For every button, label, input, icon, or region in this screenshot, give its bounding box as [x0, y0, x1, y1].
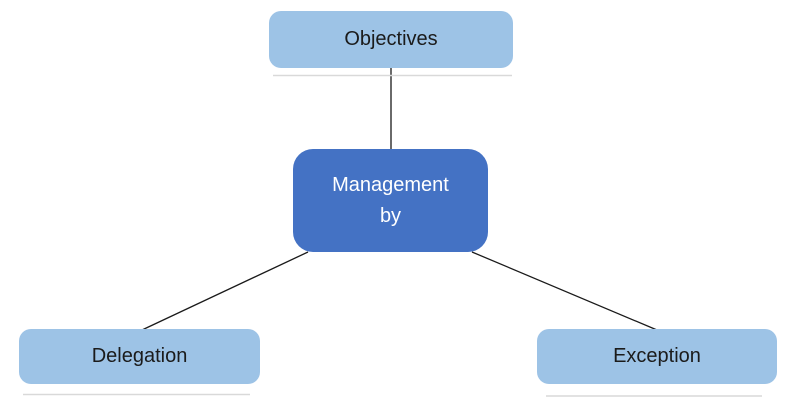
connector-management-exception: [471, 251, 658, 331]
node-delegation-label: Delegation: [91, 345, 188, 367]
node-exception: Exception: [537, 329, 777, 384]
node-management-by-label-line2: by: [379, 204, 402, 227]
node-management-by-label-line1: Management: [332, 173, 449, 196]
node-objectives-label: Objectives: [344, 28, 438, 50]
node-delegation: Delegation: [19, 329, 260, 384]
node-management-by: Management by: [293, 149, 488, 252]
node-exception-label: Exception: [613, 345, 701, 367]
connector-management-delegation: [141, 251, 309, 331]
node-objectives: Objectives: [269, 11, 513, 68]
